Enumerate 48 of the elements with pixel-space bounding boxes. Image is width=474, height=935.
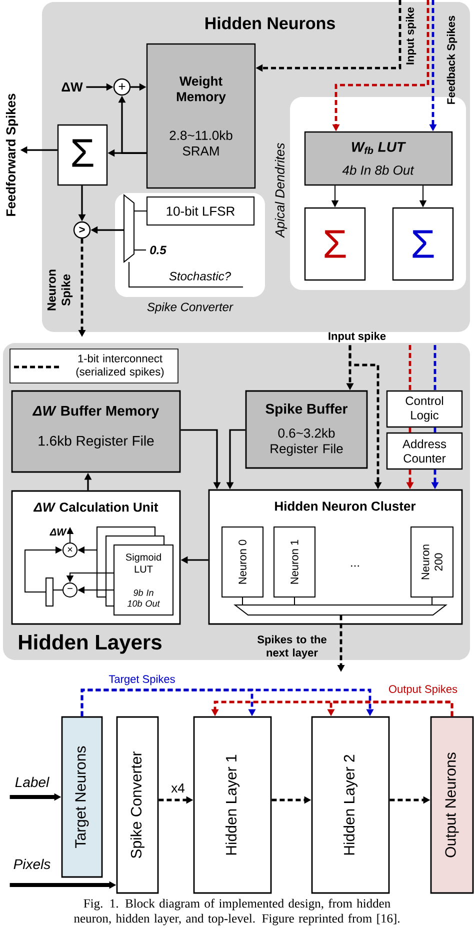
edge-label: x4 [170, 782, 186, 794]
edge-label: Spikes to the next layer [251, 634, 333, 660]
memory-block: ΔW Buffer Memory 1.6kb Register File [11, 390, 181, 473]
connector-line [294, 597, 295, 606]
neuron-block: Target Neurons [61, 716, 103, 878]
memory-block: Weight Memory 2.8~11.0kb SRAM [146, 43, 256, 189]
label: Stochastic? [169, 272, 231, 280]
connector-line [408, 428, 412, 432]
summation-block: Σ [304, 207, 366, 281]
neuron-block: Neuron 200 [410, 526, 454, 598]
label: Input spike [406, 7, 416, 64]
summation-block: Σ [57, 124, 108, 186]
delta-label: ΔW [62, 82, 83, 92]
edge-label: Output Spikes [387, 684, 459, 696]
lut-stack: Sigmoid LUT 9b In 10b Out [96, 526, 174, 616]
layer-block: Hidden Layer 2 [311, 716, 390, 894]
connector-line [408, 345, 412, 390]
summation-block: Σ [392, 207, 454, 281]
node-label: Apical Dendrites [274, 142, 288, 238]
arrow [80, 688, 374, 716]
edge-label: Target Spikes [108, 674, 176, 686]
lfsr-block: 10-bit LFSR [146, 196, 254, 226]
converter-block: Spike Converter [116, 716, 159, 894]
connector-line [134, 210, 147, 212]
connector-line [434, 428, 436, 432]
label: Neuron Spike [47, 270, 73, 310]
caption: Fig. 1. Block diagram of implemented design, from hidden neuron, hidden layer, and top-level. Figure reprinted from [16]. [74, 898, 400, 926]
legend: 1-bit interconnect (serialized spikes) [10, 348, 178, 384]
layer-block: Hidden Layer 1 [193, 716, 272, 894]
logic-block: Control Logic [386, 390, 463, 428]
input-label: Pixels [14, 858, 50, 870]
neuron-block: Output Neurons [430, 716, 474, 894]
buffer-block: Spike Buffer 0.6~3.2kb Register File [245, 390, 368, 469]
label: 0.5 [150, 246, 166, 254]
neuron-block: Neuron 0 [222, 526, 264, 598]
node-label: Spike Converter [147, 302, 234, 314]
label: Feedback Spikes [446, 16, 458, 104]
input-label: Input spike [328, 332, 386, 342]
edge-label: ΔW [48, 528, 68, 536]
counter-block: Address Counter [386, 432, 463, 470]
label: ... [351, 565, 359, 567]
register-bar [46, 578, 54, 606]
output-label: Feedforward Spikes [6, 94, 18, 216]
input-label: Label [15, 776, 50, 788]
lut-block: W$_{fb}$ LUT 4b In 8b Out [304, 131, 453, 186]
connector-line [434, 345, 436, 390]
neuron-block: Neuron 1 [274, 526, 316, 598]
connector-line [242, 597, 243, 606]
